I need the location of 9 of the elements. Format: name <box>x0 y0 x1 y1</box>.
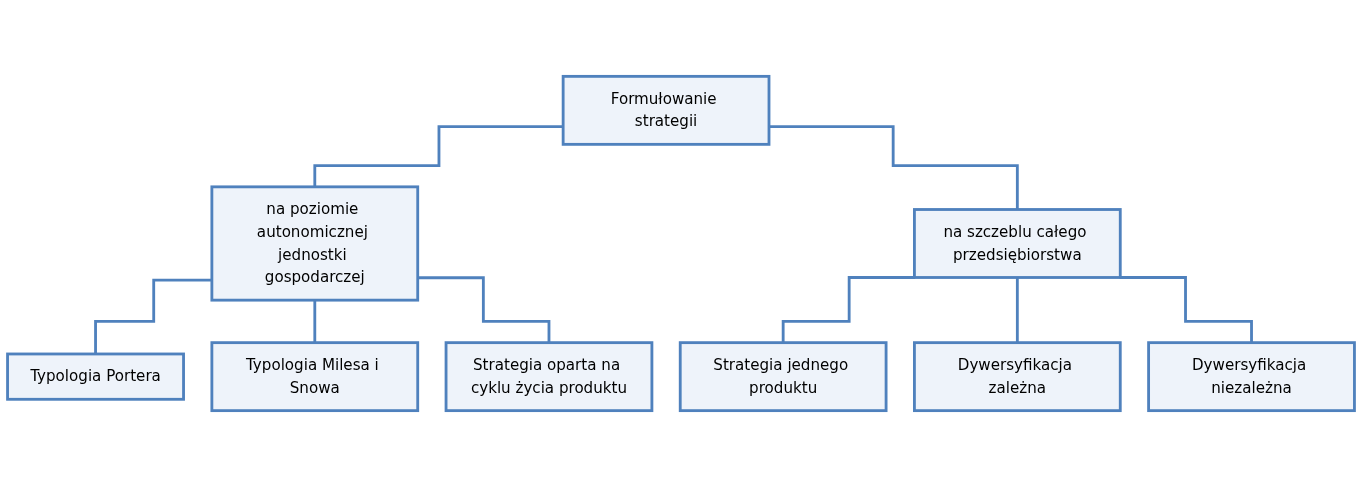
node-box: Dywersyfikacja niezależna <box>1147 341 1356 413</box>
node-box: Strategia jednego produktu <box>678 341 888 413</box>
node-box: na szczeblu całego przedsiębiorstwa <box>913 208 1122 279</box>
node-box: Formułowanie strategii <box>561 74 771 146</box>
node-box: Typologia Portera <box>6 352 185 401</box>
node-box: Typologia Milesa i Snowa <box>210 341 420 413</box>
node-box: na poziomie autonomicznej jednostki gospodarczej <box>210 185 420 302</box>
node-box: Strategia oparta na cyklu życia produktu <box>444 341 654 413</box>
node-box: Dywersyfikacja zależna <box>913 341 1122 413</box>
